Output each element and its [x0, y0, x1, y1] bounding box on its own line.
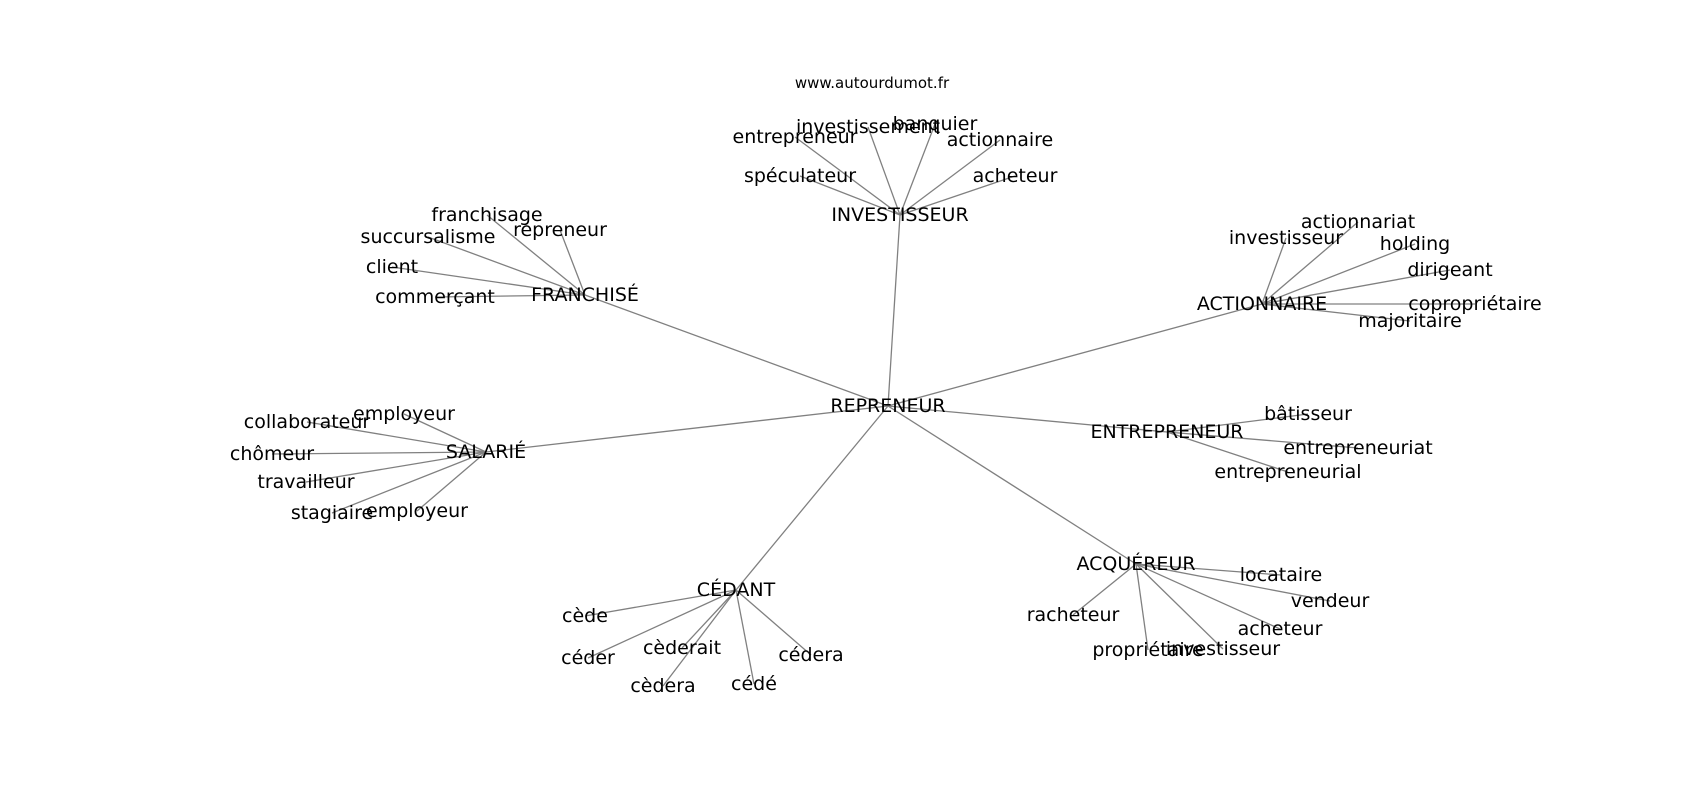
edge-root-4 — [887, 405, 1168, 433]
edge-3-1 — [306, 421, 487, 453]
leaf-node: succursalisme — [361, 226, 496, 248]
leaf-node: propriétaire — [1092, 639, 1203, 661]
edge-1-3 — [391, 266, 586, 296]
leaf-node: spéculateur — [744, 165, 856, 187]
edge-0-2 — [899, 123, 936, 216]
leaf-node: acheteur — [1238, 618, 1323, 640]
leaf-node: cèdera — [630, 675, 695, 697]
leaf-node: investissement — [796, 116, 940, 138]
leaf-node: actionnariat — [1301, 211, 1415, 233]
edge-6-1 — [1135, 563, 1331, 602]
edge-1-2 — [559, 229, 586, 296]
edge-3-0 — [403, 413, 487, 453]
edge-root-0 — [887, 214, 901, 407]
leaf-node: copropriétaire — [1408, 293, 1541, 315]
edge-2-5 — [1261, 303, 1411, 322]
hub-node: INVESTISSEUR — [831, 204, 968, 226]
leaf-node: entrepreneurial — [1214, 461, 1361, 483]
leaf-node: chômeur — [230, 443, 314, 465]
leaf-node: investisseur — [1166, 638, 1280, 660]
leaf-node: actionnaire — [947, 129, 1054, 151]
edge-1-1 — [427, 236, 586, 296]
hub-node: ACQUÉREUR — [1076, 552, 1195, 575]
source-url: www.autourdumot.fr — [795, 74, 950, 92]
edge-0-0 — [794, 136, 901, 216]
edge-5-2 — [681, 589, 737, 649]
graph-labels: REPRENEURINVESTISSEURentrepreneurinvesti… — [230, 113, 1542, 697]
edge-3-4 — [331, 451, 487, 514]
edge-5-4 — [735, 589, 755, 685]
leaf-node: cédera — [778, 644, 843, 666]
edge-0-5 — [899, 175, 1016, 216]
edge-3-5 — [416, 451, 487, 512]
edge-5-5 — [735, 589, 812, 656]
edge-root-2 — [887, 303, 1263, 407]
leaf-node: entrepreneuriat — [1283, 437, 1432, 459]
leaf-node: cèderait — [643, 637, 721, 659]
leaf-node: cède — [562, 605, 608, 627]
edge-root-6 — [887, 405, 1137, 565]
hub-node: CÉDANT — [697, 578, 776, 601]
edge-4-0 — [1166, 413, 1309, 433]
leaf-node: banquier — [893, 113, 978, 135]
leaf-node: cédé — [731, 673, 777, 695]
edge-6-3 — [1135, 563, 1281, 630]
edge-0-4 — [799, 175, 901, 216]
edge-1-0 — [486, 214, 586, 296]
edge-2-1 — [1261, 237, 1287, 305]
leaf-node: franchisage — [431, 204, 542, 226]
hub-node: ENTREPRENEUR — [1090, 421, 1243, 443]
edge-2-3 — [1261, 269, 1451, 305]
edge-4-1 — [1166, 431, 1359, 449]
leaf-node: holding — [1380, 233, 1450, 255]
edge-root-5 — [735, 405, 889, 591]
leaf-node: stagiaire — [291, 502, 373, 524]
edge-2-2 — [1261, 243, 1416, 305]
hub-node: ACTIONNAIRE — [1197, 293, 1327, 315]
leaf-node: travailleur — [257, 471, 354, 493]
leaf-node: employeur — [366, 500, 468, 522]
edge-5-3 — [662, 589, 737, 687]
leaf-node: racheteur — [1027, 604, 1120, 626]
leaf-node: dirigeant — [1407, 259, 1492, 281]
leaf-node: collaborateur — [244, 411, 371, 433]
edge-0-1 — [867, 126, 901, 216]
edge-2-0 — [1261, 221, 1359, 305]
hub-node: FRANCHISÉ — [531, 283, 639, 306]
edge-3-3 — [305, 451, 487, 483]
leaf-node: investisseur — [1229, 227, 1343, 249]
hub-node: SALARIÉ — [446, 440, 526, 463]
edge-6-4 — [1135, 563, 1149, 651]
edge-3-2 — [271, 451, 487, 455]
leaf-node: céder — [561, 647, 615, 669]
leaf-node: acheteur — [973, 165, 1058, 187]
edge-1-4 — [434, 294, 586, 298]
leaf-node: client — [366, 256, 418, 278]
leaf-node: bâtisseur — [1264, 403, 1352, 425]
edge-6-2 — [1072, 563, 1137, 616]
edge-5-1 — [587, 589, 737, 659]
leaf-node: majoritaire — [1358, 310, 1462, 332]
edge-root-3 — [485, 405, 889, 453]
leaf-node: locataire — [1240, 564, 1322, 586]
leaf-node: entrepreneur — [733, 126, 858, 148]
graph-edges — [271, 123, 1475, 687]
root-node: REPRENEUR — [830, 395, 945, 417]
leaf-node: employeur — [353, 403, 455, 425]
edge-4-2 — [1166, 431, 1289, 473]
edge-6-5 — [1135, 563, 1224, 650]
leaf-node: commerçant — [375, 286, 495, 308]
leaf-node: repreneur — [513, 219, 607, 241]
edge-root-1 — [584, 294, 889, 407]
edge-0-3 — [899, 139, 1001, 216]
edge-6-0 — [1135, 563, 1282, 576]
edge-5-0 — [584, 589, 737, 617]
leaf-node: vendeur — [1291, 590, 1370, 612]
